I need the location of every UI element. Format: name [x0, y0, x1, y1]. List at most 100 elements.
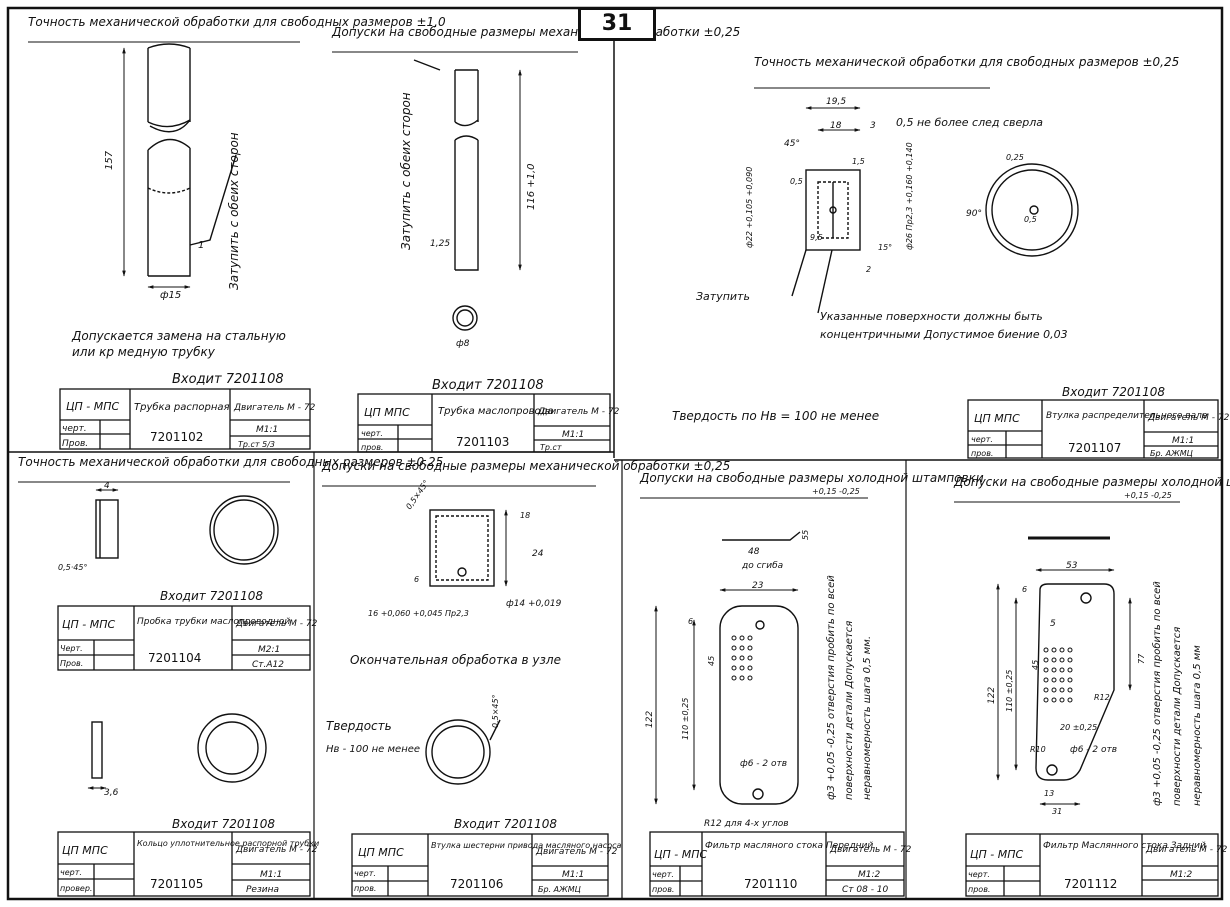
panel-front-filter: Допуски на свободные размеры холодной шт…: [639, 471, 984, 897]
dim: 6: [414, 575, 419, 584]
dim: 110 ±0,25: [681, 698, 690, 740]
note-title: Допуски на свободные размеры механическо…: [331, 25, 740, 39]
part-number: 7201106: [450, 877, 503, 891]
material: Тр.ст: [540, 443, 562, 452]
hole-pattern: [1043, 647, 1073, 703]
scale: М1:1: [260, 870, 282, 880]
dim: 0,5×45°: [491, 694, 500, 728]
dim: 77: [1137, 653, 1146, 664]
dim: 5: [1050, 619, 1056, 629]
replace-note: Допускается замена на стальную: [71, 329, 286, 343]
engine: Двигатель М - 72: [235, 619, 318, 629]
dim: 2: [866, 265, 871, 274]
scale: М1:1: [256, 425, 278, 435]
title-block: [965, 833, 1219, 897]
engine: Двигатель М - 72: [829, 845, 912, 855]
dim: 3: [870, 121, 876, 131]
panel-distributor-bushing: Точность механической обработки для своб…: [672, 55, 1230, 459]
side-note: неравномерность шага 0,5 мм.: [862, 636, 873, 800]
dim-wall: 1: [198, 240, 204, 251]
title-block: [59, 388, 311, 450]
drawn-label: черт.: [354, 869, 376, 878]
enters-label: Входит 7201108: [454, 817, 557, 831]
dim: 110 ±0,25: [1005, 670, 1014, 712]
dim: 6: [688, 617, 693, 626]
dim: 19,5: [826, 97, 846, 107]
dim: 0,5: [790, 177, 803, 186]
checked-label: Пров.: [60, 659, 83, 668]
material: Ст.А12: [252, 660, 284, 670]
dim: 24: [532, 549, 544, 559]
tolerance: +0,15 -0,25: [812, 487, 860, 496]
panel-oil-tube: Допуски на свободные размеры механическо…: [331, 25, 740, 453]
title-block: [351, 833, 609, 897]
panel-pipe-spacer: Точность механической обработки для своб…: [28, 15, 446, 450]
hole-pattern: [731, 635, 753, 681]
dim: 0,25: [1006, 153, 1024, 162]
hardness-note: Нв - 100 не менее: [326, 744, 420, 755]
sheet-border: [6, 6, 1224, 901]
note-title: Точность механической обработки для своб…: [28, 15, 446, 29]
enters-label: Входит 7201108: [172, 817, 275, 831]
side-note: ф3 +0,05 -0,25 отверстия пробить по всей: [825, 575, 837, 800]
checked-label: провер.: [60, 884, 92, 893]
material: Ст 08 - 10: [842, 885, 889, 895]
dim: 0,5·45°: [58, 563, 87, 572]
scale: М2:1: [258, 645, 280, 655]
engine: Двигатель М - 72: [235, 845, 318, 855]
title-block: [357, 393, 611, 453]
scale: М1:1: [562, 430, 584, 440]
dim: 4: [104, 481, 110, 491]
final-note: Окончательная обработка в узле: [350, 653, 561, 667]
dim: 31: [1052, 807, 1062, 816]
dim-length: 157: [104, 150, 115, 170]
dim: 0,5×45°: [404, 478, 431, 511]
part-name: Трубка маслопровода: [438, 405, 554, 417]
dim: 18: [830, 121, 842, 131]
bushing-drawing: [791, 106, 1079, 314]
note-title: Точность механической обработки для своб…: [754, 55, 1179, 69]
engine: Двигатель М - 72: [535, 847, 618, 857]
dim: 13: [1044, 789, 1054, 798]
dim: 122: [645, 711, 655, 728]
enters-label: Входит 7201108: [1062, 385, 1165, 399]
tube-drawing: [413, 59, 522, 331]
rear-filter-drawing: [996, 536, 1132, 806]
checked-label: пров.: [652, 885, 674, 894]
dim: 45: [707, 656, 716, 666]
dim: до сгиба: [741, 561, 783, 571]
part-number: 7201102: [150, 430, 203, 444]
dim: 20 ±0,25: [1060, 723, 1097, 732]
checked-label: пров.: [971, 449, 993, 458]
material: Резина: [246, 885, 279, 895]
note-title: Допуски на свободные размеры холодной шт…: [953, 475, 1230, 489]
drill-note: 0,5 не более след сверла: [896, 116, 1043, 129]
dim: R10: [1030, 745, 1046, 754]
dim: 15°: [878, 243, 892, 252]
holes-note: ф6 - 2 отв: [740, 759, 787, 769]
engine: Двигатель М - 72: [1145, 845, 1228, 855]
dim: 3,6: [104, 788, 119, 798]
org: ЦП МПС: [358, 846, 404, 859]
drawn-label: черт.: [361, 429, 383, 438]
checked-label: Пров.: [62, 439, 88, 449]
drawn-label: черт.: [60, 868, 82, 877]
part-name: Втулка распределительного вала: [1046, 411, 1207, 421]
dim: 6: [1022, 585, 1027, 594]
side-note: поверхности детали Допускается: [1172, 627, 1183, 806]
blunt-note: Затупить: [696, 290, 750, 303]
title-block: [57, 605, 311, 671]
dim-diameter: ф8: [456, 339, 470, 349]
side-note: поверхности детали Допускается: [844, 621, 855, 800]
engine: Двигатель М - 72: [233, 403, 316, 413]
engine: Двигатель М - 72: [1147, 413, 1230, 423]
dim: R12: [1094, 693, 1110, 702]
engine: Двигатель М - 72: [537, 407, 620, 417]
panel-gear-bushing: Допуски на свободные размеры механическо…: [321, 459, 730, 897]
dia-tolerance: ф22 +0,105 +0,090: [745, 167, 754, 248]
enters-label: Входит 7201108: [160, 589, 263, 603]
part-number: 7201112: [1064, 877, 1117, 891]
panel-seal-ring: 3,6 Входит 7201108 ЦП МПС Кольцо уплотни…: [57, 713, 319, 897]
dim-length: 116 +1,0: [526, 163, 537, 210]
